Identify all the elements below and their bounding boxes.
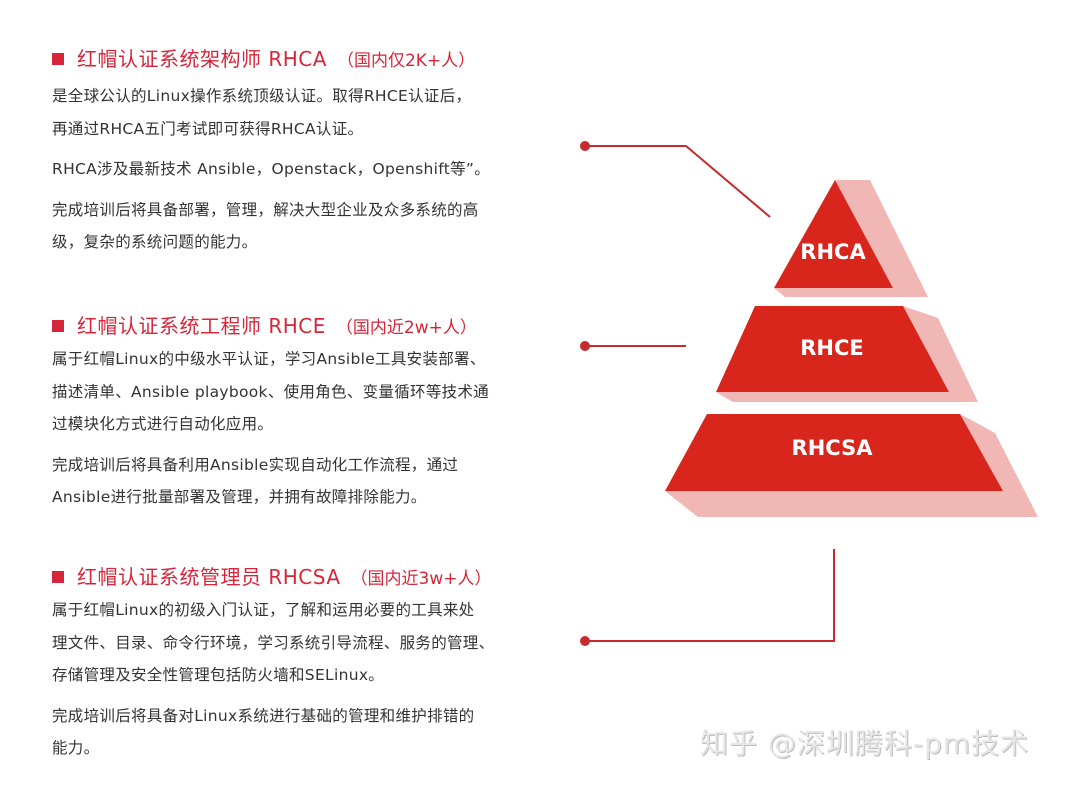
text-line: RHCA涉及最新技术 Ansible，Openstack，Openshift等”… (52, 160, 491, 178)
paragraph: 完成培训后将具备对Linux系统进行基础的管理和维护排错的 能力。 (52, 700, 552, 765)
text-line: 完成培训后将具备部署，管理，解决大型企业及众多系统的高 (52, 200, 479, 219)
pyramid-level-rhcsa (665, 414, 1038, 517)
section-rhca: 红帽认证系统架构师 RHCA （国内仅2K+人） 是全球公认的Linux操作系统顶… (52, 44, 552, 259)
square-bullet-icon (52, 319, 64, 332)
paragraph: 属于红帽Linux的初级入门认证，了解和运用必要的工具来处 理文件、目录、命令行… (52, 594, 552, 692)
text-line: Ansible进行批量部署及管理，并拥有故障排除能力。 (52, 488, 427, 506)
pyramid-level-rhce (716, 306, 978, 402)
text-line: 完成培训后将具备对Linux系统进行基础的管理和维护排错的 (52, 706, 475, 725)
holder-count: （国内近2w+人） (335, 318, 477, 338)
connector-dot-icon (580, 636, 590, 646)
paragraph: RHCA涉及最新技术 Ansible，Openstack，Openshift等”… (52, 153, 552, 186)
text-line: 是全球公认的Linux操作系统顶级认证。取得RHCE认证后， (52, 87, 472, 105)
connector-dot-icon (580, 341, 590, 351)
text-line: 级，复杂的系统问题的能力。 (52, 233, 258, 251)
section-heading: 红帽认证系统架构师 RHCA （国内仅2K+人） (52, 44, 552, 74)
pyramid-level-rhca (774, 180, 928, 297)
paragraph: 完成培训后将具备利用Ansible实现自动化工作流程，通过 Ansible进行批… (52, 449, 552, 514)
section-title: 红帽认证系统工程师 RHCE (77, 314, 326, 338)
paragraph: 属于红帽Linux的中级水平认证，学习Ansible工具安装部署、 描述清单、A… (52, 343, 552, 441)
connector-rhca (580, 141, 771, 218)
section-rhcsa: 红帽认证系统管理员 RHCSA （国内近3w+人） 属于红帽Linux的初级入门认… (52, 562, 552, 765)
pyramid-label-rhca: RHCA (800, 240, 866, 264)
section-rhce: 红帽认证系统工程师 RHCE （国内近2w+人） 属于红帽Linux的中级水平认证… (52, 311, 552, 514)
paragraph: 完成培训后将具备部署，管理，解决大型企业及众多系统的高 级，复杂的系统问题的能力… (52, 194, 552, 259)
text-line: 完成培训后将具备利用Ansible实现自动化工作流程，通过 (52, 455, 459, 474)
pyramid-label-rhce: RHCE (800, 336, 864, 360)
section-title: 红帽认证系统管理员 RHCSA (77, 565, 341, 589)
connector-rhce (580, 341, 686, 351)
text-line: 存储管理及安全性管理包括防火墙和SELinux。 (52, 666, 385, 684)
section-heading: 红帽认证系统工程师 RHCE （国内近2w+人） (52, 311, 552, 341)
text-line: 属于红帽Linux的初级入门认证，了解和运用必要的工具来处 (52, 601, 475, 619)
square-bullet-icon (52, 570, 64, 583)
paragraph: 是全球公认的Linux操作系统顶级认证。取得RHCE认证后， 再通过RHCA五门… (52, 80, 552, 145)
section-title: 红帽认证系统架构师 RHCA (77, 47, 327, 71)
connector-rhcsa (580, 549, 835, 646)
holder-count: （国内仅2K+人） (336, 51, 476, 71)
section-heading: 红帽认证系统管理员 RHCSA （国内近3w+人） (52, 562, 552, 592)
connector-dot-icon (580, 141, 590, 151)
text-line: 理文件、目录、命令行环境，学习系统引导流程、服务的管理、 (52, 633, 495, 652)
text-line: 能力。 (52, 739, 100, 757)
square-bullet-icon (52, 52, 64, 65)
text-line: 过模块化方式进行自动化应用。 (52, 415, 274, 433)
text-line: 属于红帽Linux的中级水平认证，学习Ansible工具安装部署、 (52, 350, 486, 368)
text-line: 描述清单、Ansible playbook、使用角色、变量循环等技术通 (52, 382, 490, 401)
watermark: 知乎 @深圳腾科-pm技术 (700, 727, 1030, 760)
pyramid-label-rhcsa: RHCSA (791, 436, 873, 460)
text-line: 再通过RHCA五门考试即可获得RHCA认证。 (52, 119, 364, 138)
holder-count: （国内近3w+人） (350, 569, 492, 589)
